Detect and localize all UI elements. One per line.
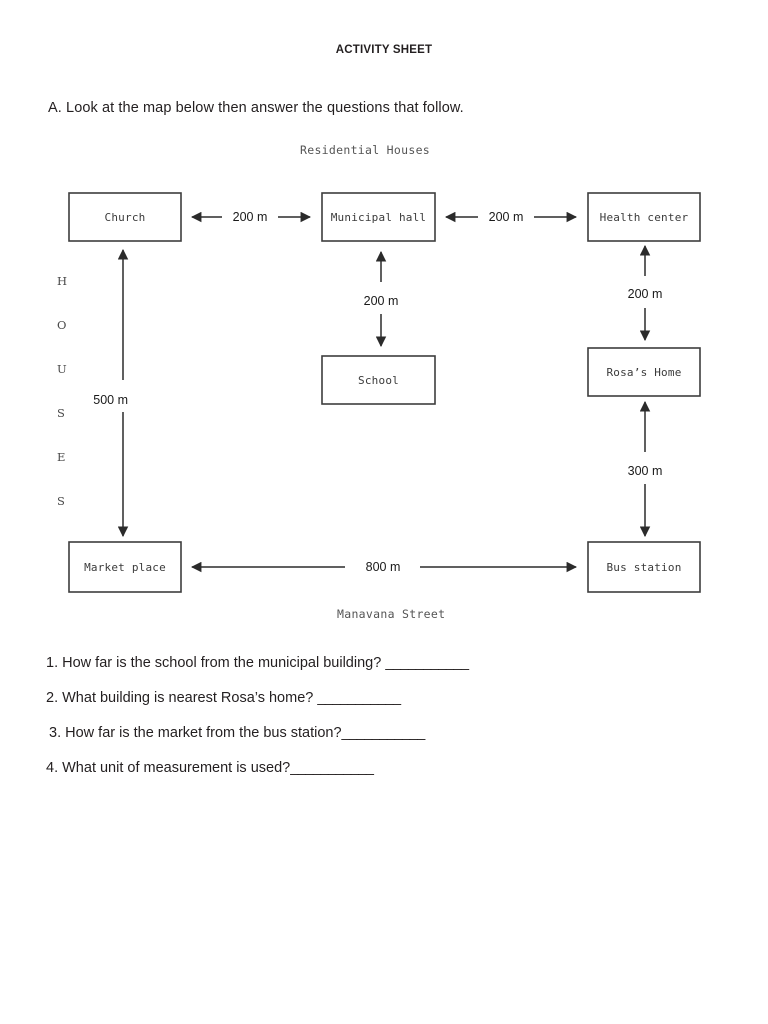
- map-top-caption: Residential Houses: [300, 143, 430, 157]
- question-4: 4. What unit of measurement is used?____…: [46, 760, 374, 776]
- side-label-letter-h: H: [57, 274, 67, 288]
- side-label-letter-u: U: [57, 362, 67, 376]
- question-2-text: What building is nearest Rosa’s home?: [62, 690, 314, 706]
- map-box-bus-station[interactable]: [587, 541, 701, 593]
- question-3-answer-blank[interactable]: ___________: [341, 725, 426, 741]
- distance-label-church-market: 500 m: [93, 393, 128, 407]
- question-4-answer-blank[interactable]: ___________: [290, 760, 374, 776]
- question-1-answer-blank[interactable]: ___________: [385, 655, 469, 671]
- page-title: ACTIVITY SHEET: [335, 44, 433, 56]
- map-box-label-church: Church: [105, 211, 146, 224]
- question-2-answer-blank[interactable]: ___________: [317, 690, 401, 706]
- side-label-letter-s2: S: [57, 494, 65, 508]
- map-box-label-health-center: Health center: [600, 211, 689, 224]
- distance-label-rosas-bus: 300 m: [628, 464, 663, 478]
- distance-label-church-municipal: 200 m: [233, 210, 268, 224]
- distance-label-municipal-health: 200 m: [489, 210, 524, 224]
- distance-label-health-rosas: 200 m: [628, 287, 663, 301]
- question-1: 1. How far is the school from the munici…: [46, 656, 469, 671]
- distance-label-municipal-school: 200 m: [364, 294, 399, 308]
- map-svg: Residential Houses Church Municipal hall…: [57, 143, 701, 621]
- question-2: 2. What building is nearest Rosa’s home?…: [46, 691, 401, 706]
- question-3: 3. How far is the market from the bus st…: [49, 726, 425, 741]
- map-bottom-caption: Manavana Street: [337, 607, 445, 621]
- question-1-number: 1.: [46, 655, 59, 671]
- side-label-letter-o: O: [57, 318, 66, 332]
- map-box-church[interactable]: [68, 192, 182, 242]
- side-label-letter-s1: S: [57, 406, 65, 420]
- question-4-number: 4.: [46, 760, 59, 776]
- question-2-number: 2.: [46, 690, 59, 706]
- map-box-market-place[interactable]: [68, 541, 182, 593]
- instruction-text: A. Look at the map below then answer the…: [48, 100, 464, 116]
- question-1-text: How far is the school from the municipal…: [62, 655, 382, 671]
- question-3-text: How far is the market from the bus stati…: [65, 725, 342, 741]
- question-3-number: 3.: [49, 725, 62, 741]
- map-diagram: Residential Houses Church Municipal hall…: [0, 132, 768, 627]
- map-box-label-school: School: [358, 374, 399, 387]
- map-box-label-market-place: Market place: [84, 561, 166, 574]
- map-box-health-center[interactable]: [587, 192, 701, 242]
- map-box-rosas-home[interactable]: [587, 347, 701, 397]
- map-box-school[interactable]: [321, 355, 436, 405]
- question-4-text: What unit of measurement is used?: [62, 760, 291, 776]
- distance-label-market-bus: 800 m: [366, 560, 401, 574]
- map-box-label-rosas-home: Rosa’s Home: [606, 366, 681, 379]
- map-box-label-municipal-hall: Municipal hall: [331, 211, 427, 224]
- map-box-label-bus-station: Bus station: [606, 561, 681, 574]
- map-box-municipal-hall[interactable]: [321, 192, 436, 242]
- side-label-letter-e: E: [57, 450, 65, 464]
